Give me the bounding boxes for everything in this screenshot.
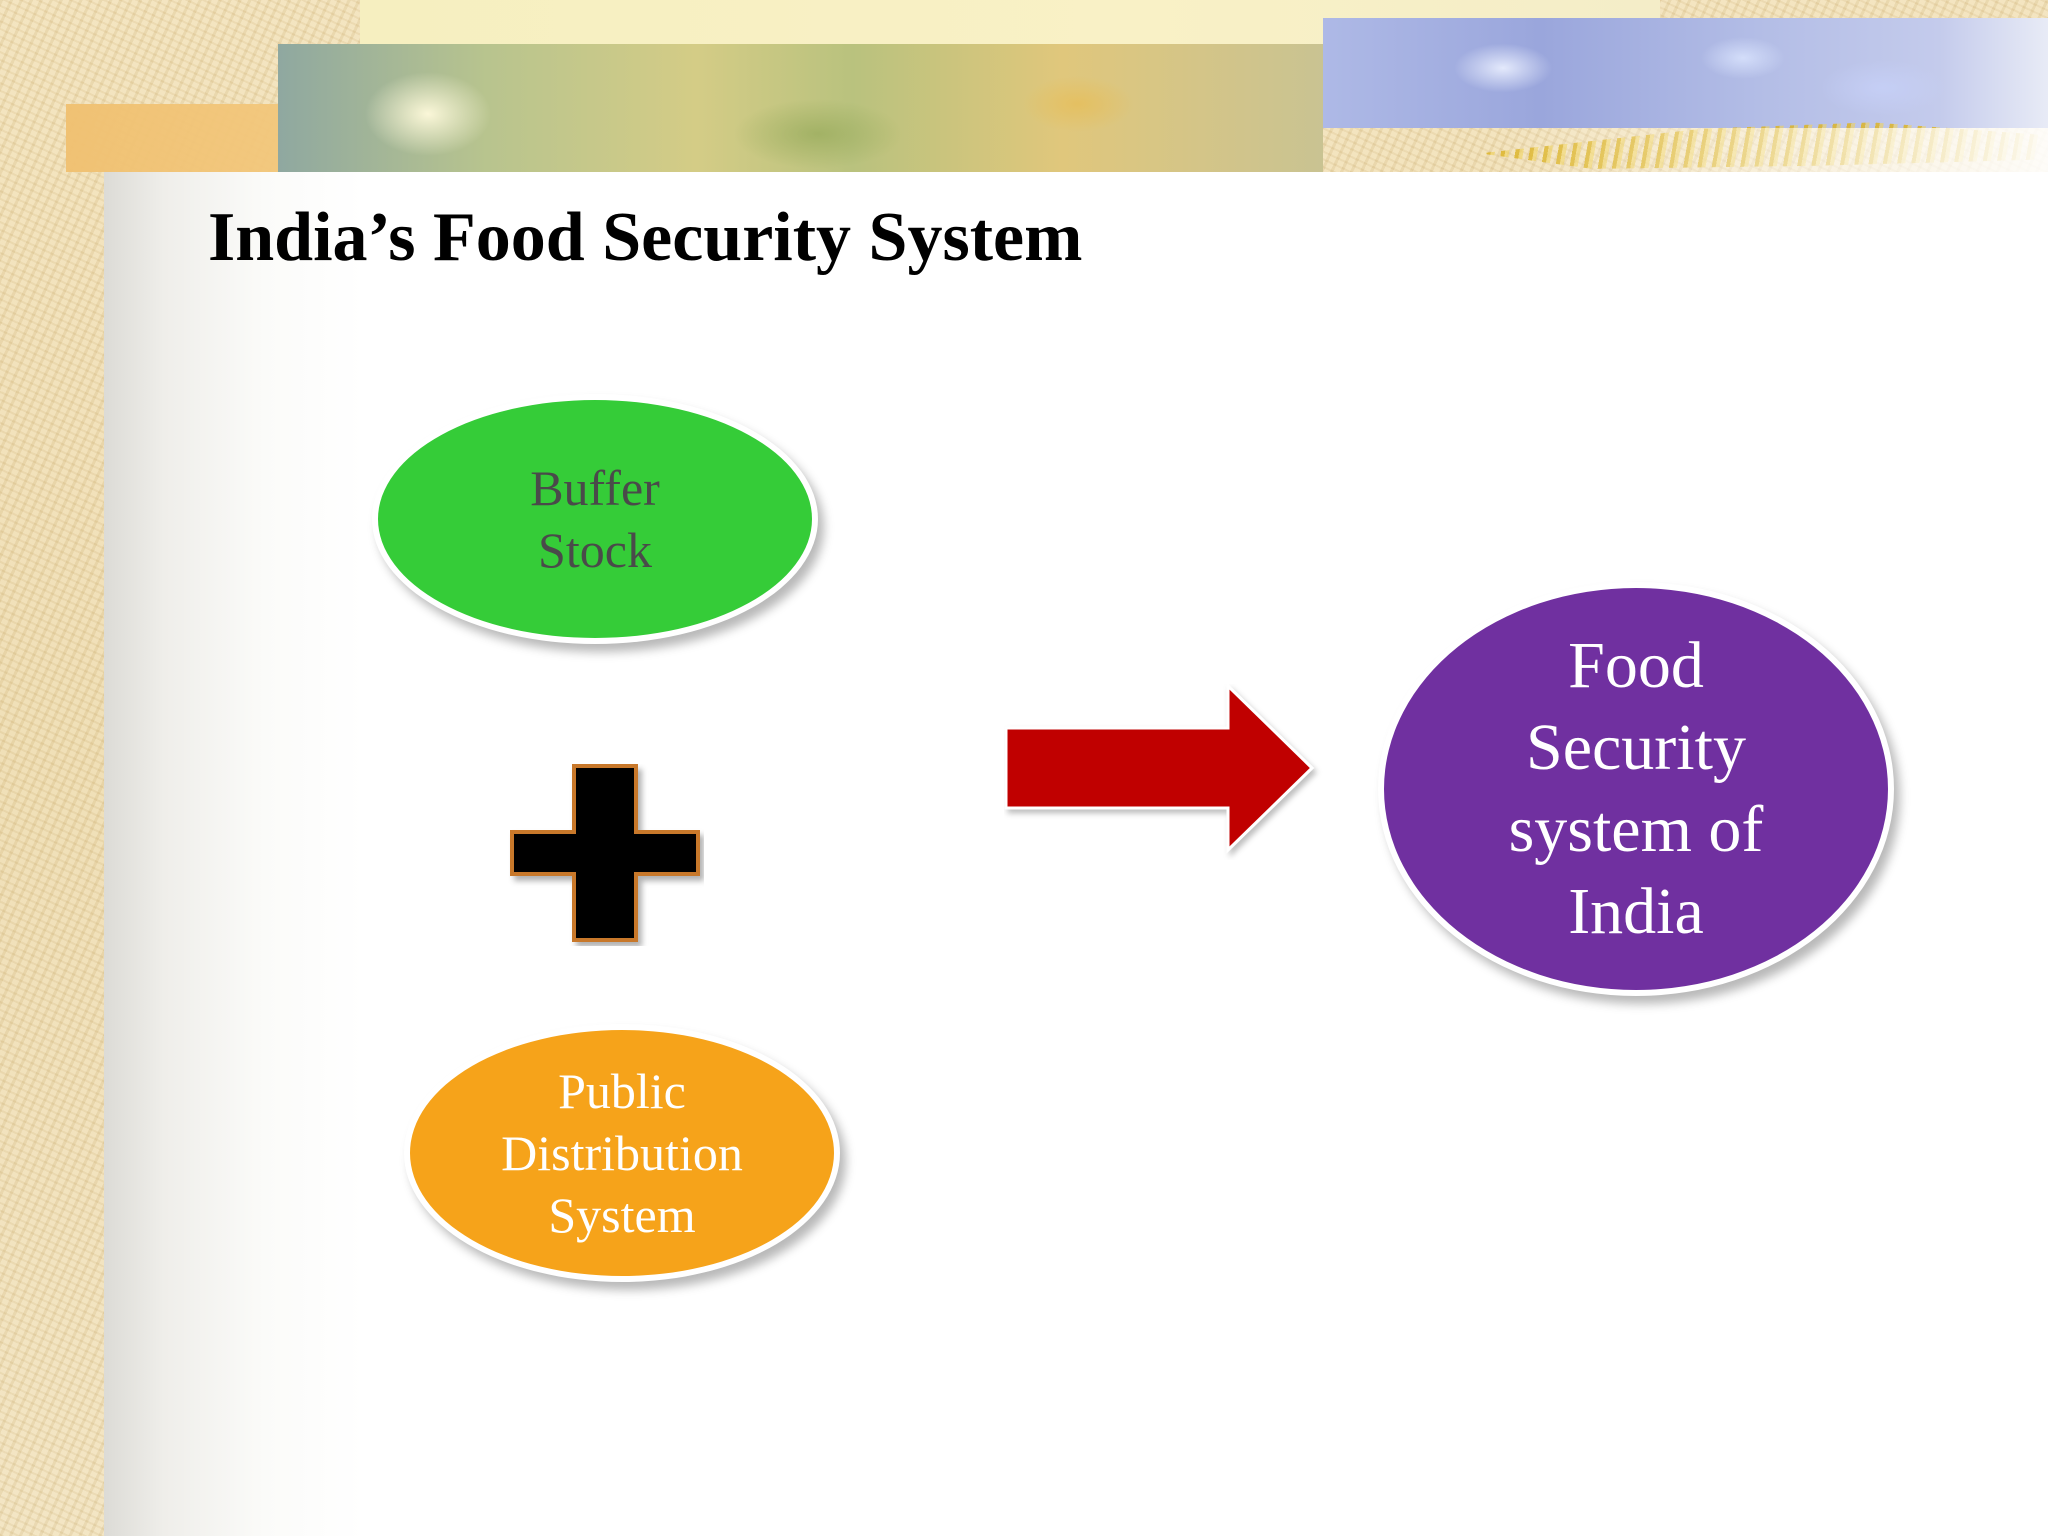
public-distribution-system-label: Public Distribution System: [501, 1063, 743, 1243]
food-security-system-label: Food Security system of India: [1508, 629, 1764, 948]
header-banner: [0, 0, 2048, 172]
right-arrow-icon: [1004, 684, 1315, 854]
banner-floral-image: [278, 44, 1323, 172]
buffer-stock-label: Buffer Stock: [530, 460, 660, 578]
arrow-shape: [1004, 684, 1315, 854]
plus-icon: [510, 764, 700, 942]
buffer-stock-node: Buffer Stock: [372, 394, 818, 644]
banner-fade: [1500, 128, 2048, 172]
public-distribution-system-node: Public Distribution System: [404, 1024, 840, 1282]
banner-blue-image: [1323, 18, 2048, 128]
plus-shape: [510, 764, 700, 942]
slide-title: India’s Food Security System: [208, 199, 1083, 276]
food-security-system-node: Food Security system of India: [1378, 582, 1894, 996]
